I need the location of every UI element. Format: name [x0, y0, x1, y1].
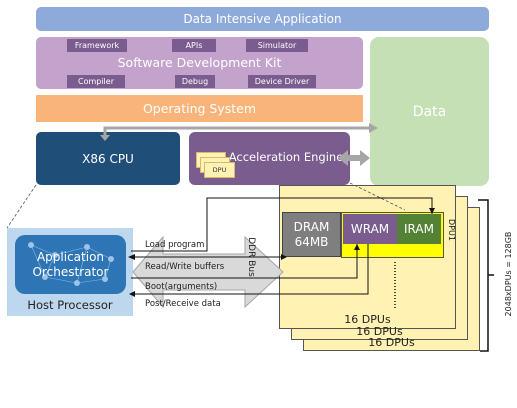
application-bar-label: Data Intensive Application: [183, 12, 342, 26]
cpu-label: X86 CPU: [82, 151, 134, 166]
rw-left-arrowhead: [128, 254, 135, 260]
zoom-line-right: [349, 182, 406, 211]
load-program-arrowhead: [429, 208, 435, 214]
link-label-read-write: Read/Write buffers: [145, 262, 225, 272]
iram-label: IRAM: [404, 222, 434, 236]
sdk-module-compiler: Compiler: [67, 75, 125, 88]
application-bar: Data Intensive Application: [36, 7, 489, 31]
boot-arrowhead: [354, 244, 360, 250]
dpu-chip-front: DPU: [204, 162, 235, 178]
link-label-load-program: Load program: [145, 240, 205, 250]
acceleration-engine-label: Acceleration Engine: [228, 150, 344, 164]
os-bar: Operating System: [36, 95, 363, 122]
sdk-title-label: Software Development Kit: [117, 54, 282, 70]
cpu-block: X86 CPU: [36, 132, 180, 185]
dpu1-label: DPU1: [447, 219, 457, 241]
sdk-module-debug: Debug: [175, 75, 215, 88]
dpus-count-middle: 16 DPUs: [356, 325, 403, 338]
post-receive-line: [135, 244, 369, 295]
orchestrator-title: Application Orchestrator: [32, 249, 109, 279]
rw-right-arrowhead: [281, 254, 287, 260]
data-arrowhead: [369, 123, 378, 133]
iram-block: IRAM: [397, 214, 441, 244]
data-label: Data: [412, 103, 447, 120]
data-block: Data: [370, 37, 489, 186]
host-processor-label: Host Processor: [27, 298, 113, 312]
sdk-module-apis: APIs: [172, 39, 216, 52]
capacity-bracket: [478, 199, 489, 352]
accel-data-arrow: [338, 150, 370, 166]
sdk-title: Software Development Kit: [36, 52, 363, 72]
cpu-arrowhead: [100, 135, 110, 141]
cpu-data-link: [103, 126, 369, 135]
dpu-chip-label: DPU: [212, 166, 227, 174]
dram-label: DRAM 64MB: [293, 219, 330, 249]
dram-block: DRAM 64MB: [282, 212, 341, 257]
link-label-post-receive: Post/Receive data: [145, 299, 221, 309]
sdk-module-simulator: Simulator: [246, 39, 308, 52]
load-program-line: [131, 197, 433, 252]
link-label-boot: Boot(arguments): [145, 282, 218, 292]
post-receive-arrowhead: [129, 291, 135, 297]
sdk-module-framework: Framework: [67, 39, 127, 52]
ddr-bus-label: DDR Bus: [246, 237, 256, 277]
acceleration-engine-title: Acceleration Engine: [227, 135, 345, 179]
boot-line: [131, 244, 358, 279]
capacity-label: 2048xDPUs = 128GB: [503, 231, 513, 317]
application-orchestrator: Application Orchestrator: [15, 235, 126, 294]
ddr-bus-arrow: [132, 235, 284, 309]
orchestrator-network-icon: [28, 242, 114, 286]
dpus-count-back: 16 DPUs: [368, 336, 415, 349]
os-label: Operating System: [142, 101, 257, 116]
zoom-line-left: [6, 184, 37, 229]
wram-block: WRAM: [343, 214, 397, 244]
sdk-module-device-driver: Device Driver: [248, 75, 316, 88]
wram-label: WRAM: [350, 222, 390, 236]
dpus-count-front: 16 DPUs: [344, 313, 391, 326]
